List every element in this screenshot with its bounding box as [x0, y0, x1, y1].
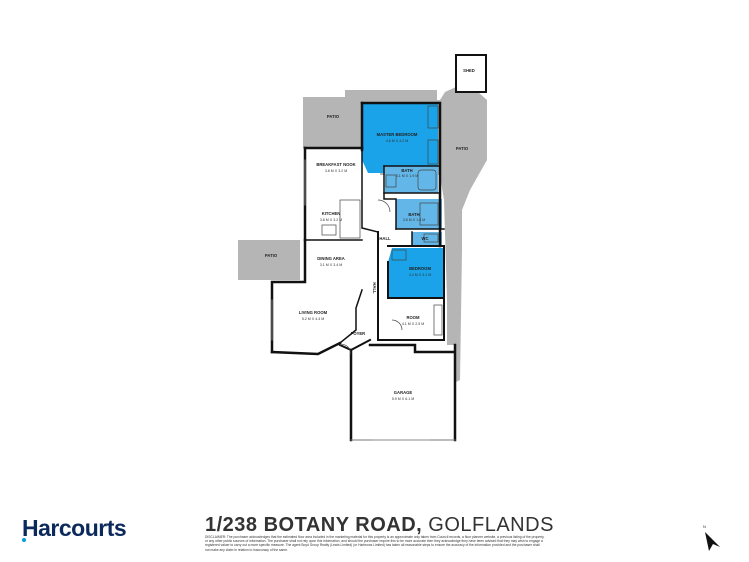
wall-bath-left: [383, 165, 397, 230]
brand-dot-icon: [22, 538, 26, 542]
bedroom-wardrobe: [391, 249, 407, 261]
room-label: ROOM: [406, 315, 420, 320]
property-address: 1/238 BOTANY ROAD, GOLFLANDS: [205, 514, 554, 537]
hall-side-label: HALL: [372, 282, 377, 294]
shower: [385, 174, 397, 188]
kitchen-counter: [339, 199, 361, 239]
wall-master-top: [360, 101, 442, 248]
wardrobe-top: [427, 105, 439, 129]
garage-floor: [351, 345, 455, 440]
patio-top-label: PATIO: [327, 114, 340, 119]
wc-label: WC: [422, 236, 429, 241]
room-labels: SHED PATIO PATIO PATIO MASTER BEDROOM 4.…: [265, 68, 475, 401]
bath1-dims: 3.1 M X 1.9 M: [396, 174, 418, 178]
wall-inner-1: [361, 149, 379, 233]
bath2-label: BATH: [408, 212, 419, 217]
wall-garage: [349, 343, 457, 442]
bedroom-dims: 3.4 M X 3.1 M: [409, 273, 431, 277]
garage-dims: 5.9 M X 6.1 M: [392, 397, 414, 401]
master-bedroom-dims: 4.6 M X 4.2 M: [386, 139, 408, 143]
shed-area: [455, 54, 487, 93]
bedroom-label: BEDROOM: [409, 266, 431, 271]
wall-living-bottom: [270, 341, 342, 356]
kitchen-dims: 3.8 M X 3.2 M: [320, 218, 342, 222]
bathtub: [417, 169, 437, 191]
door-arc-3: [391, 319, 403, 331]
kitchen-label: KITCHEN: [322, 211, 341, 216]
room-wardrobe: [433, 304, 443, 336]
breakfast-nook-label: BREAKFAST NOOK: [316, 162, 355, 167]
living-label: LIVING ROOM: [299, 310, 328, 315]
bedroom-fill: [388, 248, 444, 298]
address-street: 1/238 BOTANY ROAD,: [205, 514, 423, 536]
garage-label: GARAGE: [394, 390, 413, 395]
highlighted-rooms: [362, 103, 444, 298]
wall-bedroom: [387, 245, 445, 341]
north-arrow-icon: N: [703, 524, 720, 551]
wall-wc: [395, 228, 445, 246]
bath1-fill: [385, 166, 438, 193]
wall-foyer: [338, 338, 372, 352]
dining-label: DINING AREA: [317, 256, 345, 261]
hall-top-label: HALL: [379, 236, 391, 241]
brand-logo: Harcourts: [22, 515, 127, 541]
dining-dims: 3.1 M X 3.4 M: [320, 263, 342, 267]
wardrobe-bottom: [427, 139, 439, 165]
breakfast-nook-dims: 3.8 M X 3.2 M: [325, 169, 347, 173]
fixtures: [321, 105, 443, 356]
address-suburb: GOLFLANDS: [422, 514, 554, 536]
patio-left-label: PATIO: [265, 253, 278, 258]
living-dims: 5.2 M X 4.4 M: [302, 317, 324, 321]
compass-arrow: [705, 532, 720, 551]
bath1-label: BATH: [401, 168, 412, 173]
door-arc-1: [377, 199, 391, 213]
bath2-fixture: [419, 202, 439, 226]
room-dims: 4.1 M X 2.5 M: [402, 322, 424, 326]
master-bedroom-label: MASTER BEDROOM: [377, 132, 418, 137]
patio-right-label: PATIO: [456, 146, 469, 151]
master-bedroom-fill: [362, 103, 438, 173]
foyer-label: FOYER: [351, 331, 365, 336]
bath2-dims: 3.8 M X 1.8 M: [403, 218, 425, 222]
patio-right-area: [440, 86, 487, 385]
compass-label: N: [703, 524, 706, 529]
kitchen-island: [321, 224, 337, 236]
door-arc-2: [339, 344, 351, 356]
wall-living-diag: [338, 289, 363, 345]
walls: [270, 101, 457, 442]
wc-fixture: [423, 233, 439, 243]
disclaimer-text: DISCLAIMER: The purchaser acknowledges t…: [205, 535, 545, 552]
bath2-fill: [396, 199, 442, 229]
patio-left-area: [238, 240, 300, 280]
shed-label: SHED: [463, 68, 475, 73]
